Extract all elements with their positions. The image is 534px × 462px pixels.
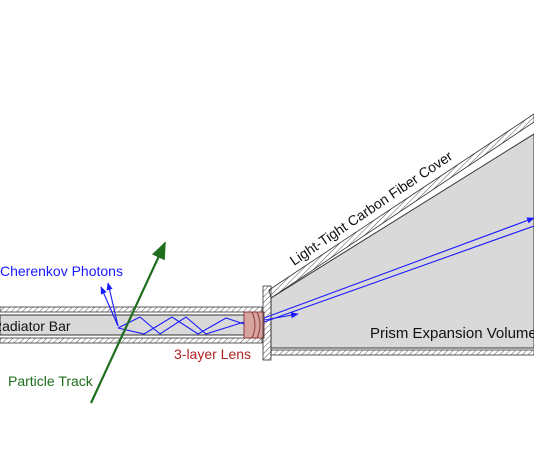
cherenkov-arrow-right: [106, 282, 119, 327]
prism-bottom-cover: [270, 349, 534, 356]
photon-path-2: [117, 316, 245, 335]
cherenkov-arrow-left: [100, 286, 119, 327]
photon-paths: [100, 217, 534, 335]
prism-volume-label: Prism Expansion Volume: [370, 325, 534, 342]
lens: [243, 311, 265, 339]
particle-track: [90, 241, 166, 404]
lens-label: 3-layer Lens: [174, 346, 251, 362]
particle-track-label: Particle Track: [8, 373, 94, 389]
prism-front-wall: [262, 285, 272, 361]
photon-ray-upper: [263, 217, 534, 319]
photon-ray-lower: [263, 225, 534, 323]
photon-path-1: [117, 316, 245, 335]
carbon-fiber-cover: [268, 113, 534, 299]
cherenkov-photons-label: Cherenkov Photons: [0, 263, 123, 279]
prism-expansion-volume: [270, 133, 534, 349]
radiator-bar-label: Radiator Bar: [0, 318, 71, 334]
